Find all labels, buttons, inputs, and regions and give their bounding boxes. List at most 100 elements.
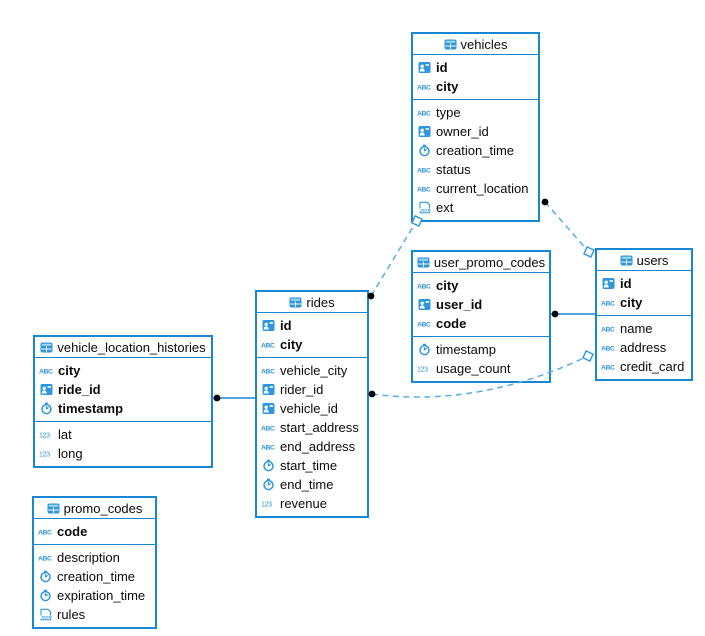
table-header-vehicle_location_histories[interactable]: vehicle_location_histories [35, 337, 211, 358]
relation-dot-marker [368, 390, 376, 398]
svg-text:ABC: ABC [261, 445, 275, 452]
abc-text-icon: ABC [261, 440, 276, 453]
relation-vehicles-users[interactable] [541, 198, 595, 258]
column-user_id[interactable]: user_id [413, 295, 549, 314]
column-owner_id[interactable]: owner_id [413, 122, 538, 141]
svg-text:ABC: ABC [417, 168, 431, 175]
column-creation_time[interactable]: creation_time [413, 141, 538, 160]
column-vehicle_id[interactable]: vehicle_id [257, 399, 367, 418]
svg-text:ABC: ABC [261, 426, 275, 433]
relation-diamond-marker [582, 350, 594, 362]
abc-text-icon: ABC [601, 322, 616, 335]
column-start_address[interactable]: ABC start_address [257, 418, 367, 437]
column-name: timestamp [436, 342, 496, 357]
column-name: address [620, 340, 667, 355]
svg-text:ABC: ABC [601, 301, 615, 308]
abc-text-icon: ABC [601, 341, 616, 354]
table-header-vehicles[interactable]: vehicles [413, 34, 538, 55]
column-expiration_time[interactable]: expiration_time [34, 586, 155, 605]
table-header-promo_codes[interactable]: promo_codes [34, 498, 155, 519]
column-ride_id[interactable]: ride_id [35, 380, 211, 399]
column-name: type [436, 105, 461, 120]
table-header-rides[interactable]: rides [257, 292, 367, 313]
column-creation_time[interactable]: creation_time [34, 567, 155, 586]
column-address[interactable]: ABC address [597, 338, 691, 357]
column-end_time[interactable]: end_time [257, 475, 367, 494]
relation-dot-marker [541, 198, 549, 206]
column-timestamp[interactable]: timestamp [35, 399, 211, 418]
column-name: start_address [280, 420, 359, 435]
column-id[interactable]: id [257, 316, 367, 335]
table-icon [289, 297, 302, 308]
id-badge-icon [39, 383, 54, 396]
column-name: revenue [280, 496, 327, 511]
column-id[interactable]: id [597, 274, 691, 293]
number-123-icon: 123 [39, 447, 54, 460]
abc-text-icon: ABC [417, 182, 432, 195]
svg-text:123: 123 [39, 452, 50, 459]
column-code[interactable]: ABC code [413, 314, 549, 333]
svg-text:JSON: JSON [420, 207, 431, 212]
column-name: city [436, 79, 459, 94]
number-123-icon: 123 [417, 362, 432, 375]
id-badge-icon [261, 402, 276, 415]
column-name: code [436, 316, 467, 331]
svg-text:ABC: ABC [417, 284, 431, 291]
column-name: status [436, 162, 471, 177]
abc-text-icon: ABC [417, 163, 432, 176]
relation-vehicle_location_histories-rides[interactable] [213, 394, 255, 402]
column-name: vehicle_id [280, 401, 338, 416]
column-rider_id[interactable]: rider_id [257, 380, 367, 399]
table-header-user_promo_codes[interactable]: user_promo_codes [413, 252, 549, 273]
column-name: current_location [436, 181, 529, 196]
column-start_time[interactable]: start_time [257, 456, 367, 475]
abc-text-icon: ABC [261, 421, 276, 434]
column-name: code [57, 524, 88, 539]
id-badge-icon [601, 277, 616, 290]
abc-text-icon: ABC [417, 317, 432, 330]
clock-icon [261, 478, 276, 491]
id-badge-icon [261, 319, 276, 332]
column-name: city [620, 295, 643, 310]
column-name: lat [58, 427, 72, 442]
svg-text:ABC: ABC [417, 322, 431, 329]
column-id[interactable]: id [413, 58, 538, 77]
table-title: users [636, 252, 669, 268]
relation-user_promo_codes-users[interactable] [551, 310, 595, 318]
column-name: creation_time [436, 143, 515, 158]
abc-text-icon: ABC [601, 296, 616, 309]
svg-text:ABC: ABC [601, 365, 615, 372]
column-city[interactable]: ABC city [597, 293, 691, 312]
table-header-users[interactable]: users [597, 250, 691, 271]
json-icon: JSON [417, 201, 432, 214]
column-timestamp[interactable]: timestamp [413, 340, 549, 359]
column-status[interactable]: ABC status [413, 160, 538, 179]
column-current_location[interactable]: ABC current_location [413, 179, 538, 198]
